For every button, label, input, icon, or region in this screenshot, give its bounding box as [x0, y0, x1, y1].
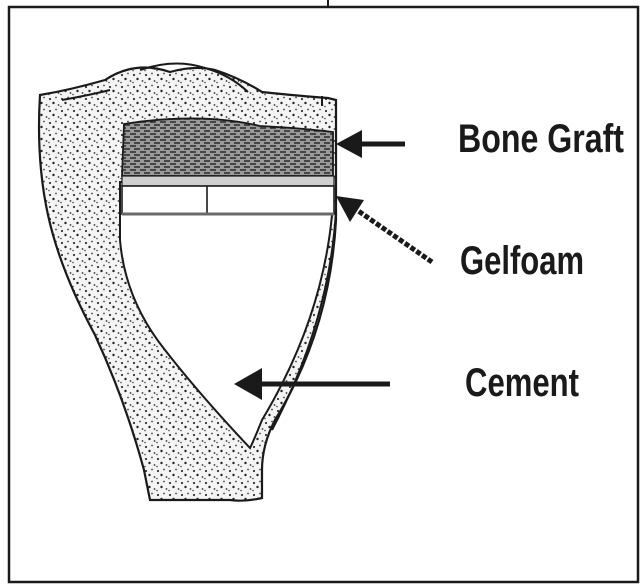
label-cement: Cement [465, 361, 579, 405]
label-gelfoam: Gelfoam [460, 239, 584, 283]
bone-graft-arrow [336, 130, 405, 158]
gelfoam-band [122, 176, 334, 186]
cement-arrow [234, 368, 390, 400]
label-bone-graft: Bone Graft [458, 117, 624, 161]
gelfoam-layer [122, 176, 334, 214]
gelfoam-arrowhead [336, 196, 364, 222]
gelfoam-arrow [336, 196, 432, 262]
bone-graft-arrowhead [336, 130, 362, 158]
gelfoam-strip [122, 186, 334, 214]
